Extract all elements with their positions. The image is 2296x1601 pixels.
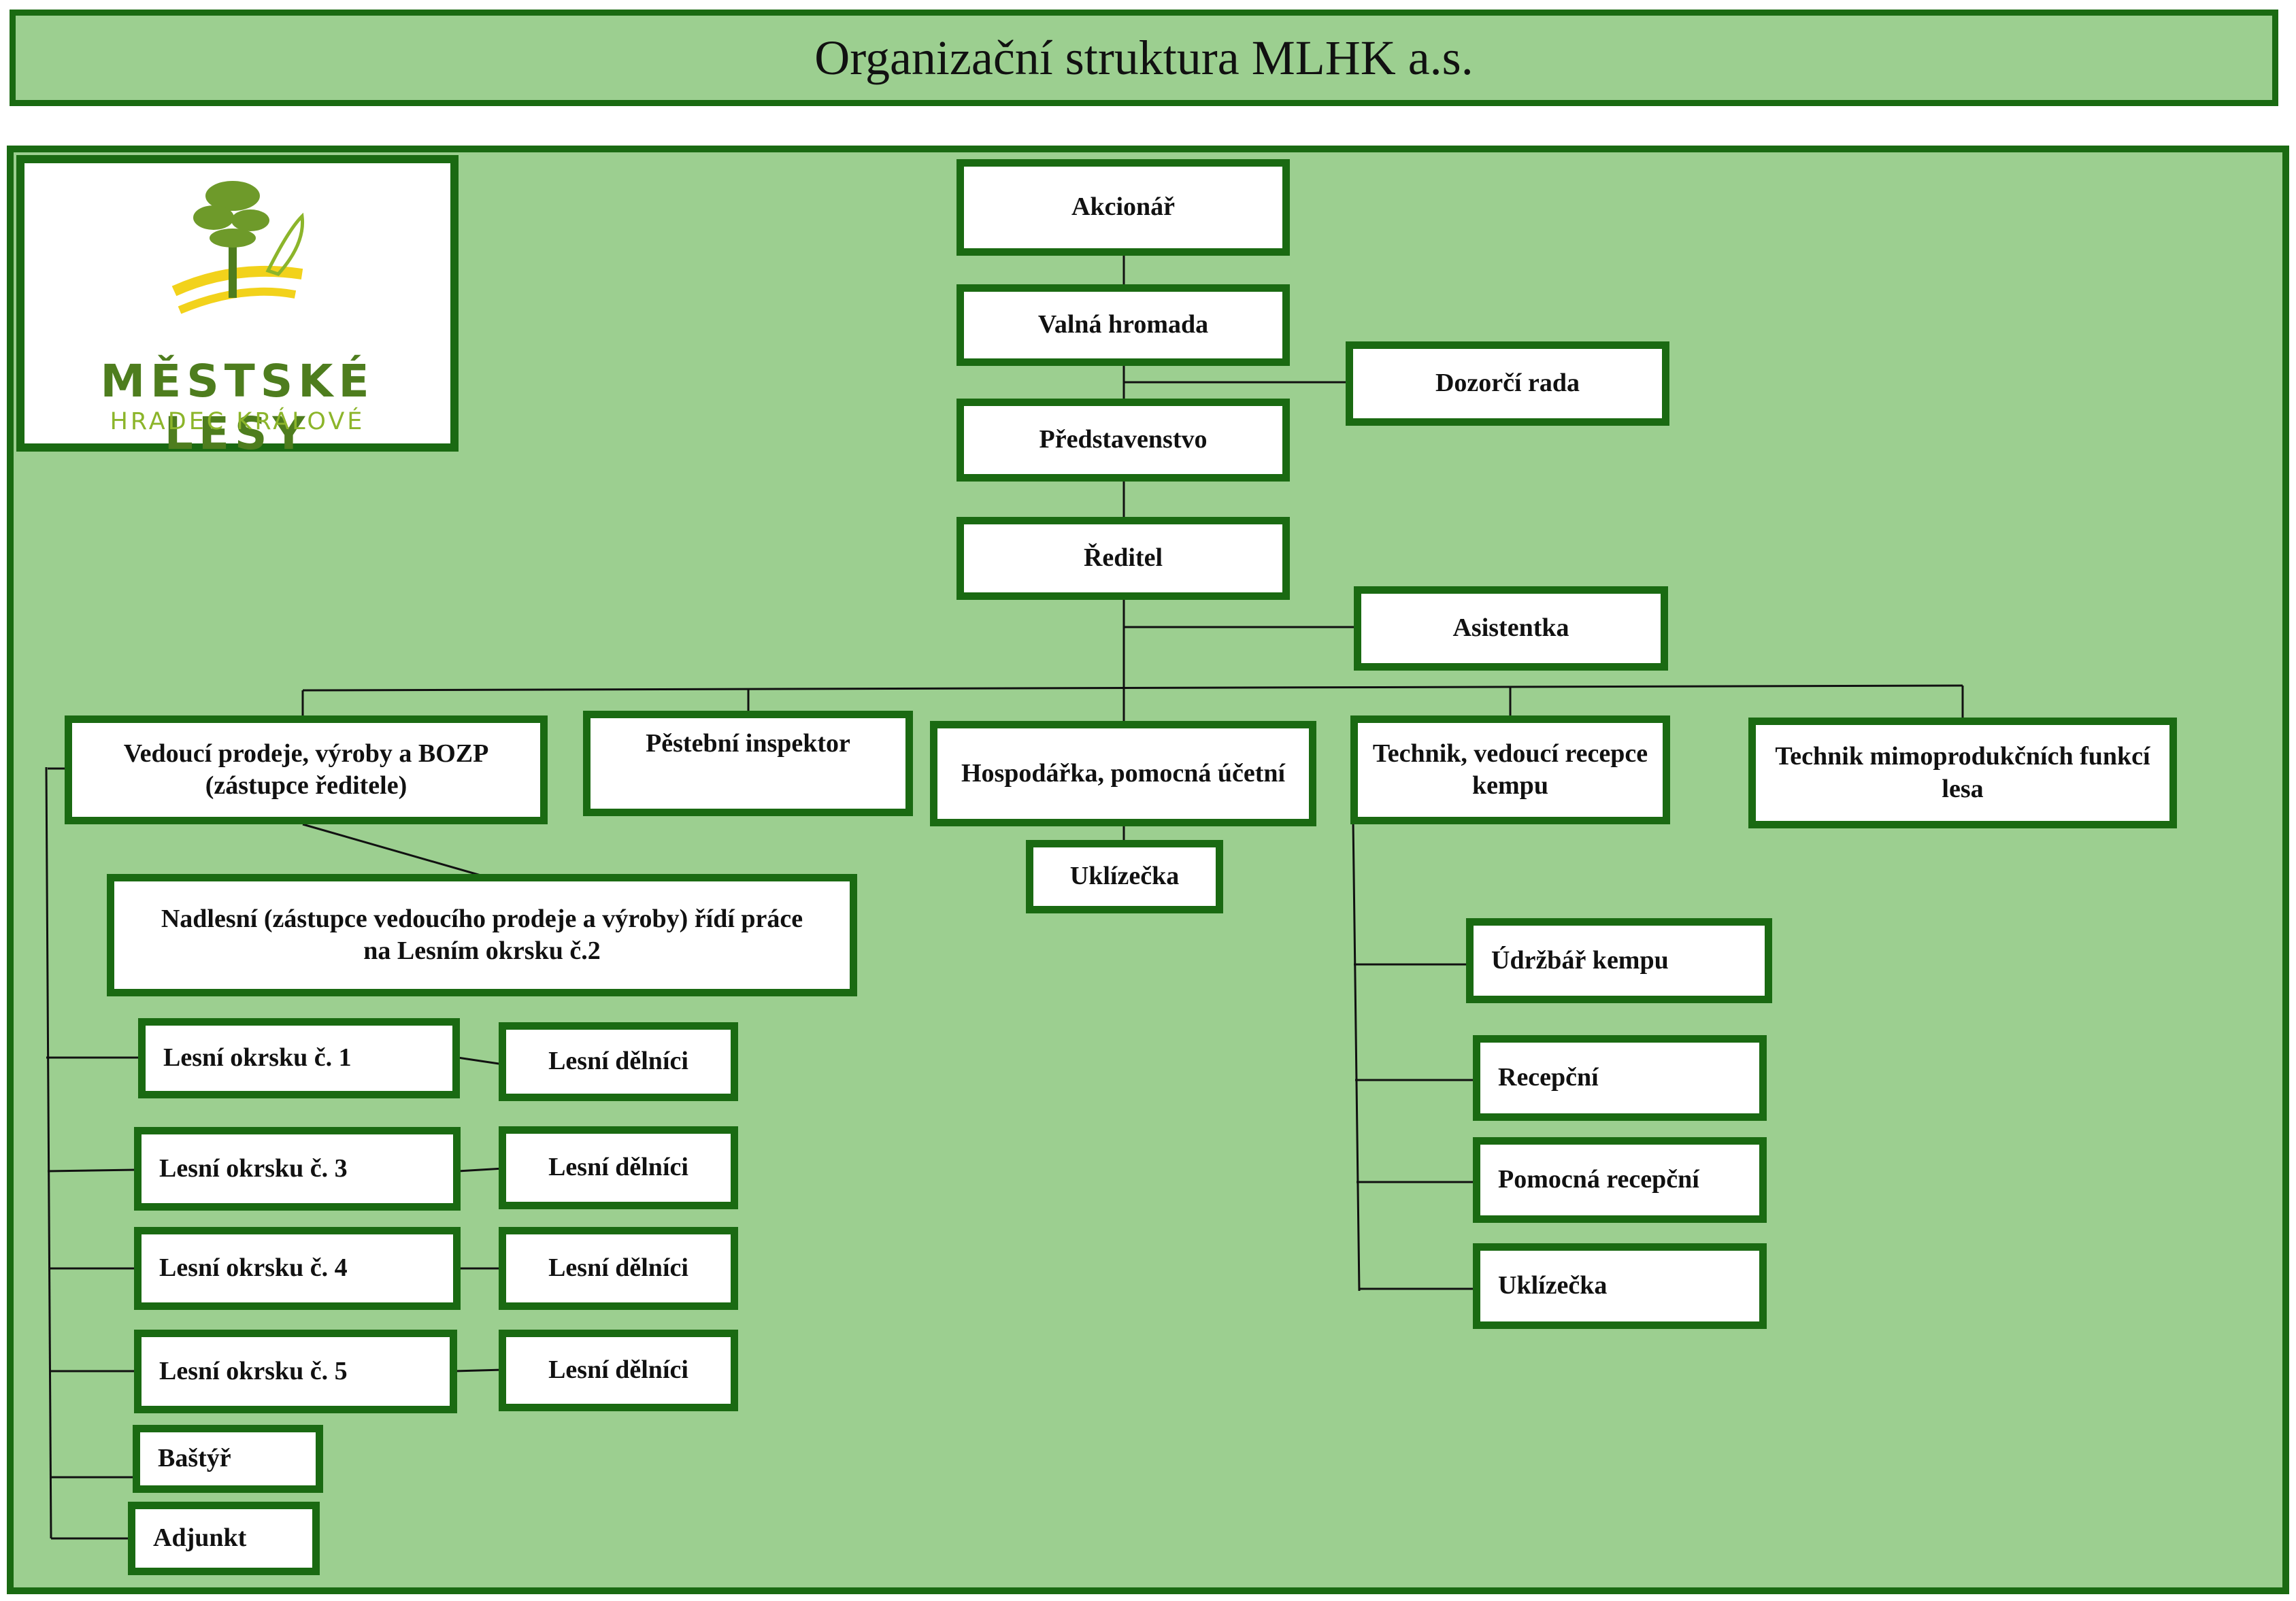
box-pestebni-inspektor: Pěstební inspektor	[583, 711, 913, 816]
box-okrsek-5: Lesní okrsku č. 5	[134, 1330, 457, 1413]
box-okrsek-3: Lesní okrsku č. 3	[134, 1127, 461, 1211]
box-okrsek-1: Lesní okrsku č. 1	[138, 1018, 460, 1098]
box-technik-kempu: Technik, vedoucí recepce kempu	[1350, 715, 1670, 824]
box-okrsek-4: Lesní okrsku č. 4	[134, 1227, 461, 1310]
box-dozorci-rada: Dozorčí rada	[1346, 341, 1669, 426]
box-recepcni: Recepční	[1473, 1035, 1767, 1121]
tree-logo-icon	[171, 181, 305, 314]
box-akcionar: Akcionář	[956, 159, 1290, 256]
page-title: Organizační struktura MLHK a.s.	[10, 10, 2278, 106]
box-delnici-4: Lesní dělníci	[499, 1227, 738, 1310]
box-delnici-1: Lesní dělníci	[499, 1022, 738, 1101]
box-asistentka: Asistentka	[1354, 586, 1668, 671]
logo-name: MĚSTSKÉ LESY	[100, 355, 375, 460]
box-udrzbar-kempu: Údržbář kempu	[1466, 918, 1772, 1003]
box-uklizecka-1: Uklízečka	[1026, 840, 1223, 913]
box-vedouci-prodeje: Vedoucí prodeje, výroby a BOZP (zástupce…	[65, 715, 548, 824]
box-reditel: Ředitel	[956, 517, 1290, 600]
company-logo: MĚSTSKÉ LESY HRADEC KRÁLOVÉ	[16, 155, 459, 460]
box-nadlesni: Nadlesní (zástupce vedoucího prodeje a v…	[107, 874, 857, 996]
box-pomocna-recepcni: Pomocná recepční	[1473, 1137, 1767, 1223]
box-adjunkt: Adjunkt	[128, 1502, 320, 1575]
box-technik-mimoprodukcnich: Technik mimoprodukčních funkcí lesa	[1748, 718, 2177, 828]
box-uklizecka-2: Uklízečka	[1473, 1243, 1767, 1329]
box-bastvr: Baštýř	[133, 1425, 323, 1493]
box-delnici-3: Lesní dělníci	[499, 1126, 738, 1209]
logo-city: HRADEC KRÁLOVÉ	[110, 408, 365, 435]
box-valna-hromada: Valná hromada	[956, 284, 1290, 366]
box-delnici-5: Lesní dělníci	[499, 1330, 738, 1411]
box-hospodarka: Hospodářka, pomocná účetní	[930, 721, 1316, 826]
box-predstavenstvo: Představenstvo	[956, 399, 1290, 482]
